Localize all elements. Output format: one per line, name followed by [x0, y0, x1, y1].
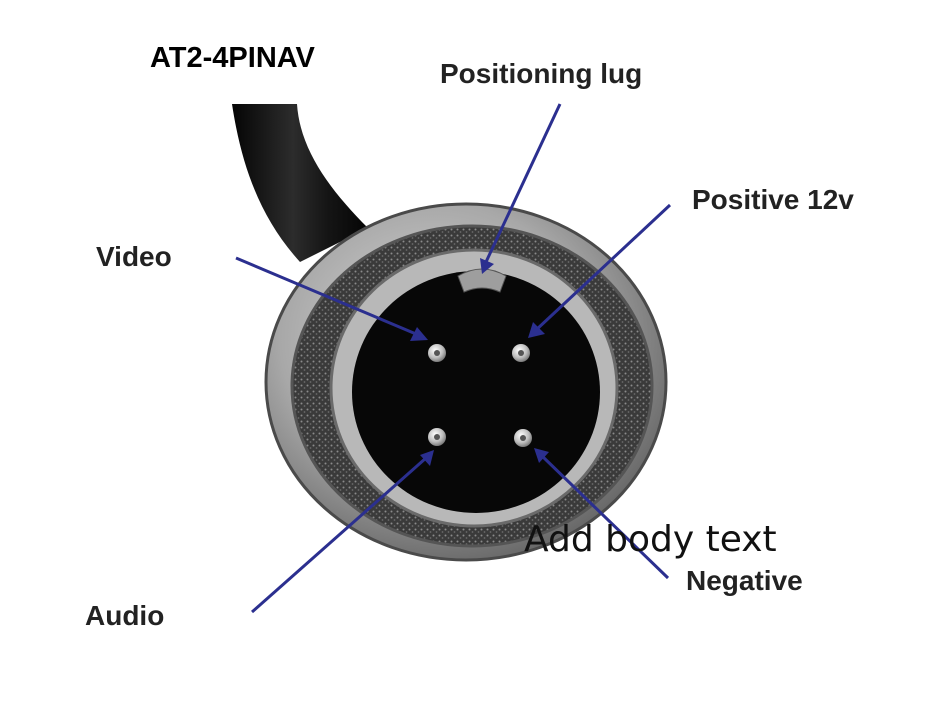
label-video: Video: [96, 241, 172, 272]
pin-positive: [512, 344, 530, 362]
leader-positioning-lug: [480, 103, 562, 274]
label-audio: Audio: [85, 600, 165, 631]
product-code-title: AT2-4PINAV: [150, 42, 315, 74]
cable: [232, 104, 368, 262]
leader-audio: [251, 450, 434, 614]
leader-video: [235, 256, 428, 341]
leader-negative: [534, 448, 670, 580]
positioning-lug: [457, 268, 507, 293]
body-text-placeholder[interactable]: Add body text: [524, 519, 777, 560]
pin-audio: [428, 428, 446, 446]
leader-positive-12v: [528, 203, 672, 338]
label-positive-12v: Positive 12v: [692, 184, 854, 215]
label-positioning-lug: Positioning lug: [440, 58, 643, 89]
pin-negative: [514, 429, 532, 447]
label-negative: Negative: [686, 565, 803, 596]
pin-video: [428, 344, 446, 362]
